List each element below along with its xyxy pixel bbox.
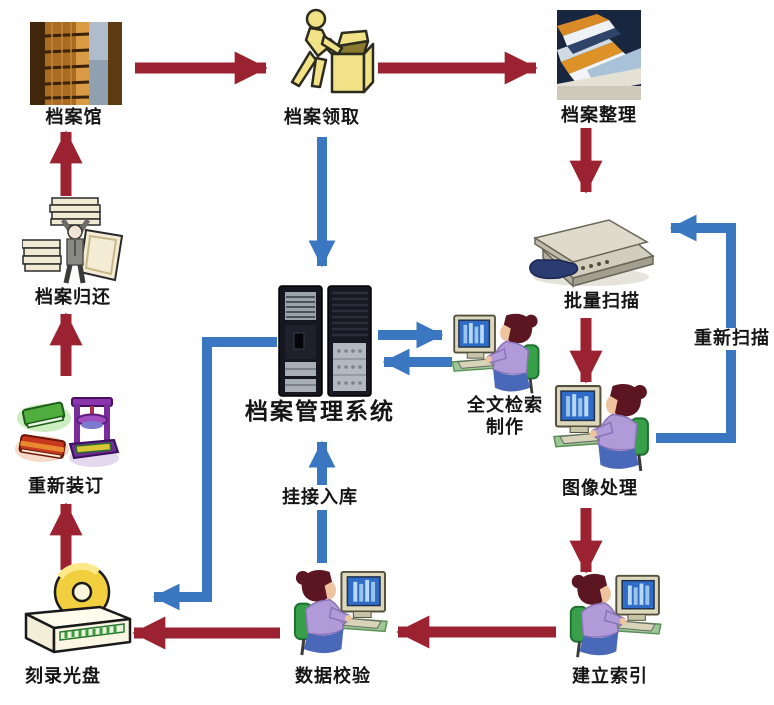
- archive-sorting-label: 档案整理: [561, 105, 637, 126]
- person-carrying-files-icon: [22, 197, 124, 284]
- archive-library-label: 档案馆: [45, 107, 103, 128]
- archive-management-system-label: 档案管理系统: [245, 399, 395, 425]
- cd-burner-icon: [24, 562, 132, 654]
- fulltext-creation-label: 全文检索制作: [467, 395, 543, 438]
- operator-computer-icon: [553, 382, 650, 473]
- image-processing-label: 图像处理: [562, 478, 638, 499]
- arrow-system-to-burning: [152, 337, 277, 611]
- operator-computer-icon: [293, 568, 389, 657]
- archive-return-label: 档案归还: [35, 287, 111, 308]
- operator-computer-icon: [450, 312, 540, 395]
- fulltext-line2: 制作: [486, 416, 524, 438]
- library-shelves-photo-icon: [30, 22, 122, 105]
- stacked-documents-photo-icon: [557, 10, 641, 100]
- rebinding-label: 重新装订: [28, 476, 104, 497]
- index-building-label: 建立索引: [572, 666, 648, 687]
- batch-scanning-label: 批量扫描: [564, 291, 640, 312]
- fulltext-line1: 全文检索: [467, 395, 543, 416]
- data-verification-label: 数据校验: [295, 666, 371, 687]
- server-towers-icon: [278, 285, 372, 397]
- flatbed-scanner-icon: [529, 219, 655, 288]
- rescan-edge-label: 重新扫描: [691, 328, 773, 350]
- operator-computer-icon: [569, 572, 663, 659]
- person-with-box-icon: [290, 8, 375, 94]
- archive-pickup-label: 档案领取: [284, 107, 360, 128]
- link-into-storage-edge-label: 挂接入库: [279, 487, 361, 509]
- disc-burning-label: 刻录光盘: [25, 666, 101, 687]
- binding-press-books-icon: [15, 397, 120, 467]
